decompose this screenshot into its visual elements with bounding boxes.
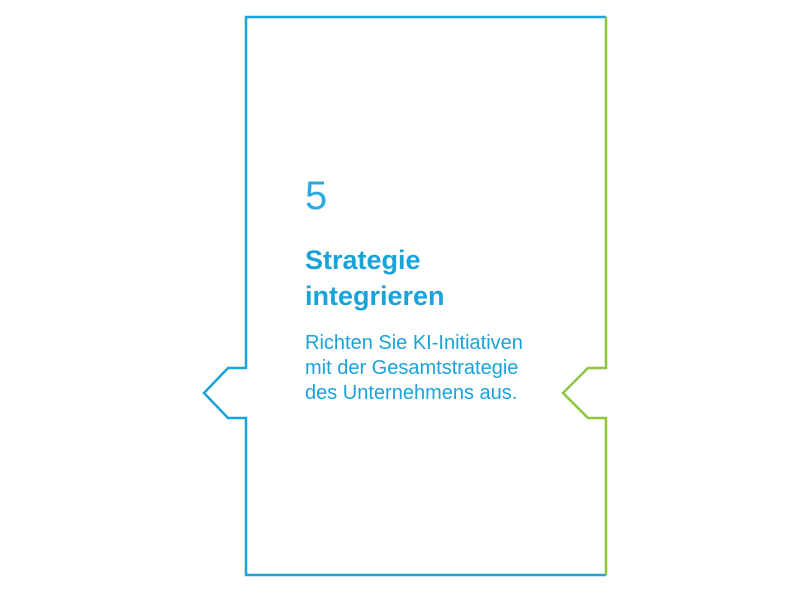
step-description-line: Richten Sie KI-Initiativen bbox=[305, 332, 523, 354]
step-title-line: Strategie bbox=[305, 245, 421, 275]
step-description-line: mit der Gesamtstrategie bbox=[305, 357, 519, 379]
step-title: Strategie integrieren bbox=[305, 242, 575, 314]
right-notch-icon bbox=[561, 17, 608, 575]
step-content: 5 Strategie integrieren Richten Sie KI-I… bbox=[305, 172, 575, 406]
step-description: Richten Sie KI-Initiativen mit der Gesam… bbox=[305, 331, 575, 406]
left-arrow-icon bbox=[202, 15, 606, 577]
step-number: 5 bbox=[305, 174, 328, 218]
step-title-line: integrieren bbox=[305, 281, 445, 311]
step-description-line: des Unternehmens aus. bbox=[305, 382, 518, 404]
